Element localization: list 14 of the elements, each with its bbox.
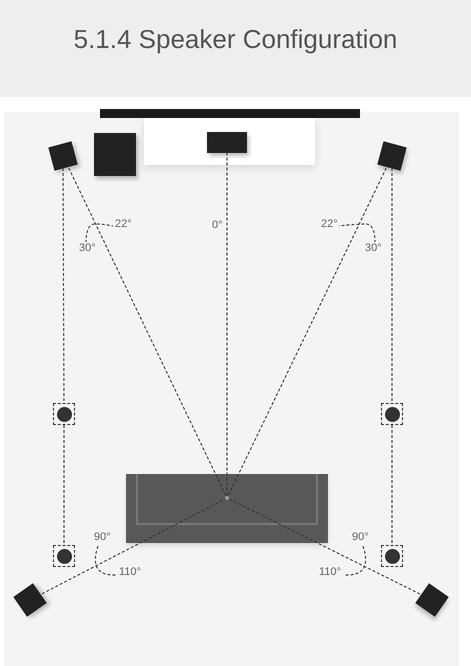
- sight-line: [42, 498, 226, 594]
- title: 5.1.4 Speaker Configuration: [72, 23, 398, 56]
- sight-line: [228, 498, 420, 595]
- ceiling-speaker: [53, 545, 75, 567]
- sight-line: [226, 152, 228, 496]
- ceiling-speaker: [381, 403, 403, 425]
- sight-line: [68, 168, 227, 496]
- speaker: [207, 132, 247, 152]
- sight-line: [62, 168, 64, 404]
- sight-line: [227, 168, 387, 496]
- ceiling-speaker: [381, 545, 403, 567]
- ceiling-speaker: [53, 403, 75, 425]
- sofa: [126, 474, 328, 542]
- listening-point: [225, 496, 229, 500]
